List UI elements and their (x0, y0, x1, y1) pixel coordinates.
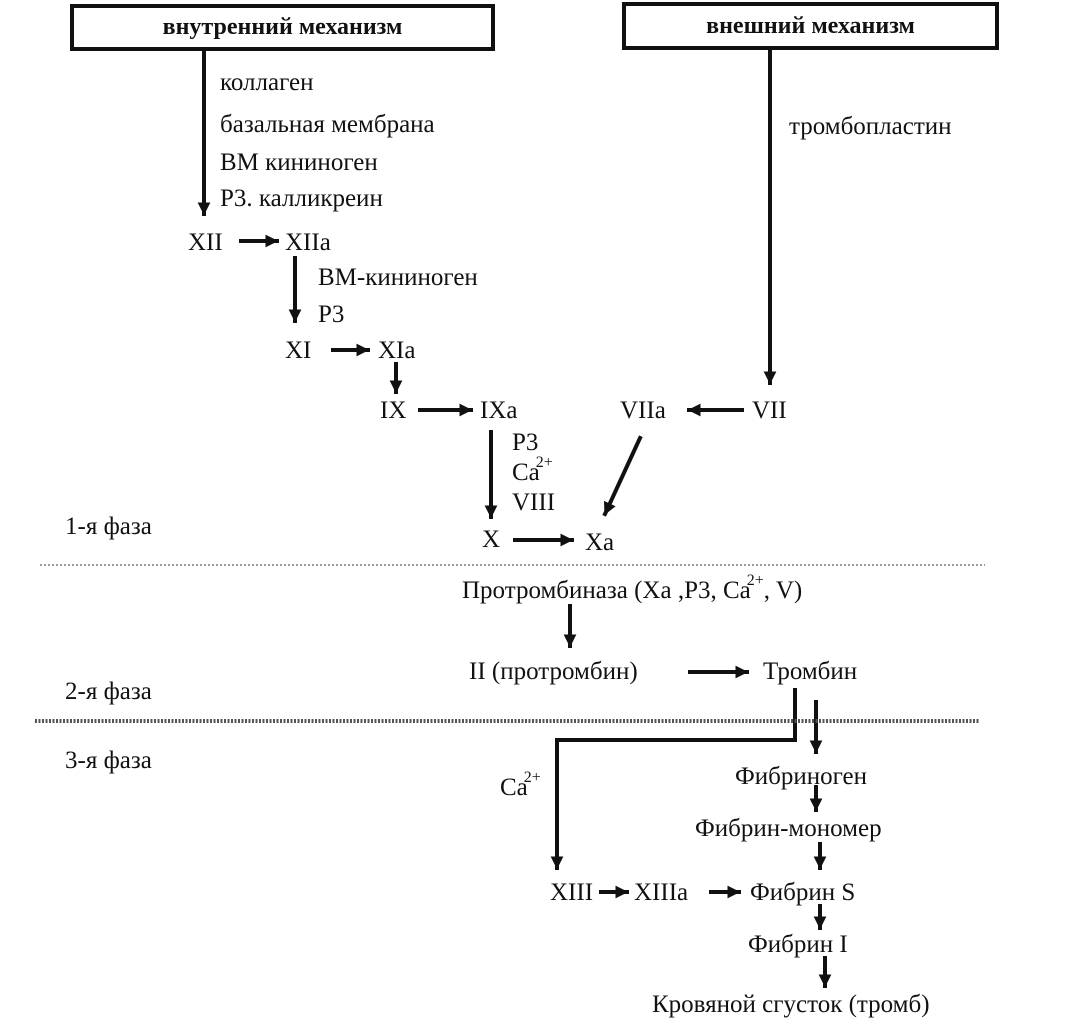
extrinsic-pathway-box: внешний механизм (622, 2, 999, 50)
fibrinogen-label: Фибриноген (735, 763, 868, 790)
prothrombinase-calcium-charge: 2+ (746, 572, 764, 589)
blood-clot-label: Кровяной сгусток (тромб) (652, 991, 930, 1018)
prothrombinase-complex: Протромбиназа (Xa ,Р3, Ca2+, V) (462, 573, 803, 604)
cofactor-calcium-symbol: Ca (512, 459, 540, 486)
factor-xiia: XIIa (285, 229, 331, 256)
factor-xia: XIa (378, 337, 416, 364)
activator-basal-membrane: базальная мембрана (220, 111, 435, 138)
fibrin-i-label: Фибрин I (748, 931, 848, 958)
prothrombinase-text-end: , V) (763, 577, 803, 604)
activator-p3-kallikrein: Р3. калликреин (220, 185, 383, 212)
factor-xa: Xa (585, 529, 615, 556)
calcium-xiii-label: Ca2+ (500, 770, 541, 801)
cofactor-calcium-x: Ca2+ (512, 455, 553, 486)
thrombin-label: Тромбин (763, 658, 858, 685)
phase-label-3: 3-я фаза (65, 747, 152, 774)
factor-ixa: IXa (480, 397, 518, 424)
factor-viia: VIIa (620, 397, 666, 424)
intrinsic-pathway-box: внутренний механизм (70, 4, 495, 51)
activator-thromboplastin: тромбопластин (789, 113, 952, 140)
factor-xi: XI (285, 337, 312, 364)
cofactor-hmw-kininogen: ВМ-кининоген (318, 264, 478, 291)
fibrin-s-label: Фибрин S (750, 879, 856, 906)
cofactor-calcium-charge: 2+ (535, 454, 553, 471)
phase-label-2: 2-я фаза (65, 678, 152, 705)
cofactor-viii: VIII (512, 489, 556, 516)
activator-collagen: коллаген (220, 69, 314, 96)
activator-hmw-kininogen: ВМ кининоген (220, 149, 378, 176)
factor-x: X (482, 526, 501, 553)
arrow-viia-to-xa (602, 435, 643, 517)
factor-xiii: XIII (550, 879, 594, 906)
fibrin-monomer-label: Фибрин-мономер (695, 815, 882, 842)
factor-xiiia: XIIIa (634, 879, 689, 906)
cofactor-p3-xi: Р3 (318, 301, 345, 328)
prothrombinase-text: Протромбиназа (Xa ,Р3, Ca (462, 577, 751, 604)
arrow-thrombin-to-xiii (550, 688, 797, 870)
factor-xii: XII (188, 229, 223, 256)
factor-ix: IX (380, 397, 407, 424)
cofactor-p3-x: Р3 (512, 429, 539, 456)
calcium-symbol: Ca (500, 774, 528, 801)
factor-vii: VII (752, 397, 787, 424)
calcium-charge: 2+ (523, 769, 541, 786)
phase-label-1: 1-я фаза (65, 513, 152, 540)
prothrombin-label: II (протромбин) (469, 658, 638, 685)
